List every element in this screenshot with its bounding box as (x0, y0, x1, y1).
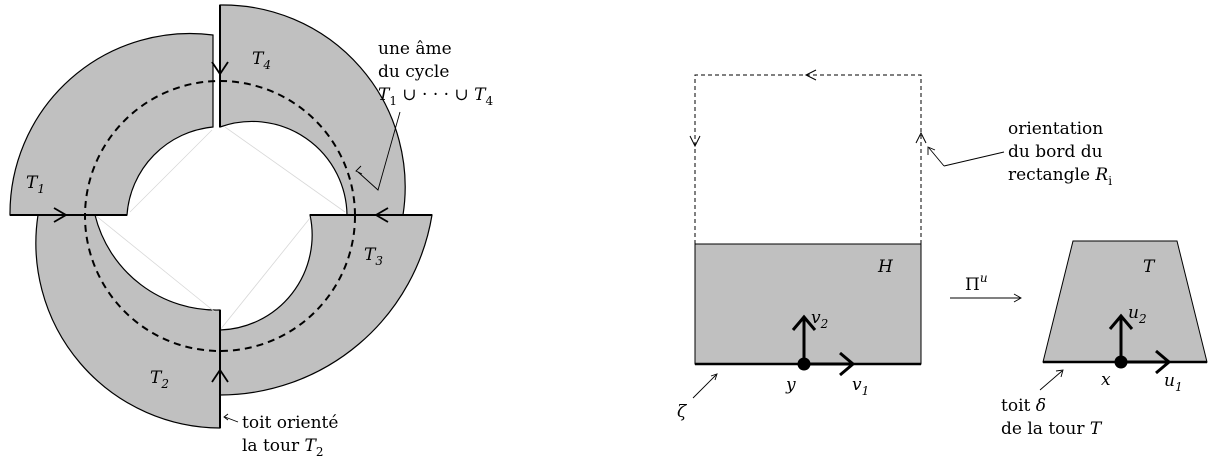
ame-note-line3: T1 ∪ · · · ∪ T4 (378, 85, 493, 108)
label-map: Πu (965, 271, 988, 295)
arrow-t2 (211, 368, 229, 383)
vector-u2-head (1108, 313, 1134, 330)
label-trap: T (1143, 257, 1156, 277)
orientation-note-line3: rectangle Ri (1008, 165, 1112, 188)
dash-arrow-top (804, 69, 817, 81)
toit-delta-line2: de la tour T (1001, 419, 1103, 439)
label-zeta: ζ (677, 402, 688, 422)
arrow-t3 (374, 207, 389, 223)
label-t2: T2 (150, 368, 169, 391)
ame-pointer-head (355, 165, 363, 175)
zeta-pointer-head (710, 373, 718, 381)
point-x (1114, 355, 1128, 369)
label-t4: T4 (252, 49, 271, 72)
zeta-pointer (692, 374, 717, 399)
orientation-note-line2: du bord du (1008, 142, 1103, 162)
toit-pointer-head (223, 413, 229, 421)
faint-lines (94, 126, 346, 331)
rectangle-figure: H v2 v1 y ζ orientation du bord du recta… (677, 69, 1208, 439)
tile-t1 (9, 32, 214, 216)
label-x: x (1101, 370, 1111, 390)
ame-pointer (357, 111, 401, 191)
vector-u1-head (1155, 349, 1172, 375)
ame-note-line2: du cycle (378, 62, 449, 82)
label-v2: v2 (811, 308, 828, 331)
toit-pointer (224, 416, 239, 423)
rectangle-h (694, 243, 922, 365)
label-v1: v1 (852, 375, 869, 398)
point-y (797, 357, 811, 371)
tile-t2 (35, 214, 221, 429)
label-u2: u2 (1128, 303, 1147, 326)
vector-v2-head (791, 314, 817, 331)
tile-t3 (219, 214, 433, 396)
tile-t4 (219, 4, 406, 216)
vector-v1-head (839, 351, 856, 377)
map-arrow-head (1013, 293, 1022, 303)
toit-delta-pointer-head (1055, 369, 1064, 378)
dash-arrow-right (915, 131, 927, 144)
label-y: y (785, 375, 796, 395)
arrow-t1 (53, 207, 68, 223)
ame-note-line1: une âme (378, 39, 452, 59)
label-t3: T3 (364, 245, 383, 268)
orientation-pointer (943, 151, 1005, 167)
orientation-pointer-head (927, 146, 936, 155)
toit-note-line2: la tour T2 (242, 436, 324, 459)
dash-arrow-left (689, 135, 701, 148)
label-t1: T1 (26, 173, 45, 196)
orientation-note-line1: orientation (1008, 119, 1103, 139)
trapezoid-t (1042, 240, 1208, 363)
orientation-pointer-2 (928, 147, 945, 167)
cycle-figure: T4 T1 T3 T2 une âme du cycle T1 ∪ · · · … (9, 4, 493, 459)
label-u1: u1 (1164, 371, 1183, 394)
arrow-t4 (211, 61, 229, 76)
toit-note-line1: toit orienté (242, 413, 338, 433)
dashed-rectangle (694, 74, 922, 244)
toit-delta-line1: toit δ (1001, 396, 1046, 416)
label-h: H (877, 257, 894, 277)
toit-delta-pointer (1039, 370, 1063, 391)
